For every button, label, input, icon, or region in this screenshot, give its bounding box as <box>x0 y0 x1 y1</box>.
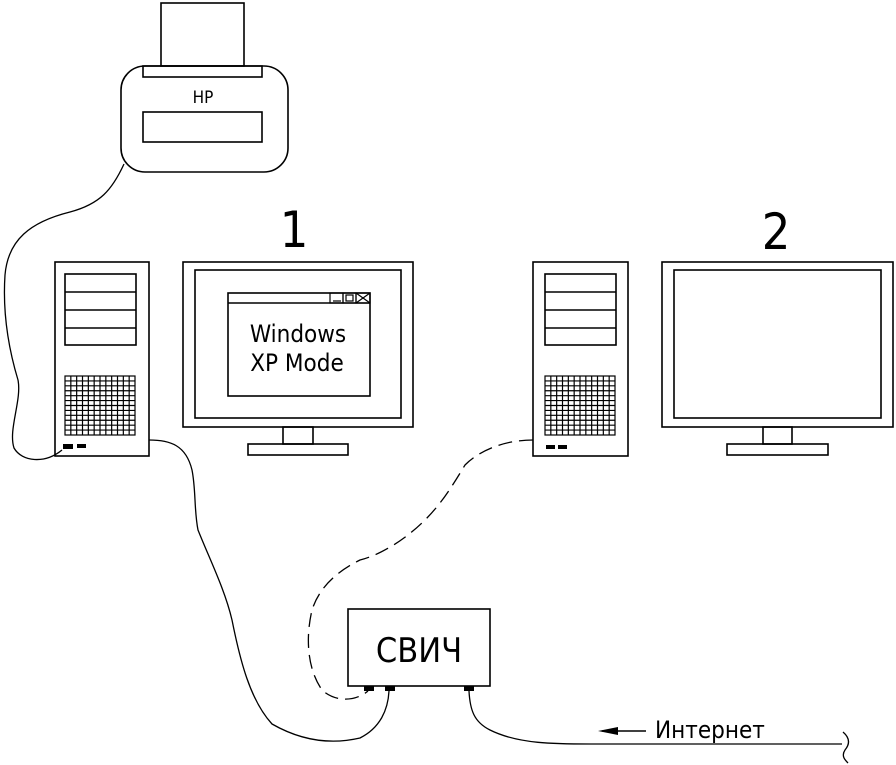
cable-pc2-to-switch <box>307 439 534 700</box>
tower-case <box>54 261 150 457</box>
window-text-line2: XP Mode <box>250 349 344 377</box>
monitor-1: 1 Windows XP Mode <box>182 201 414 456</box>
monitor-2: 2 <box>661 203 894 456</box>
monitor-neck <box>282 426 314 445</box>
printer-body <box>120 65 289 173</box>
monitor-neck <box>762 426 793 445</box>
printer-paper-tray <box>142 65 263 78</box>
cable-pc1-to-switch <box>148 439 390 742</box>
xp-mode-window[interactable]: Windows XP Mode <box>227 292 371 397</box>
minimize-icon[interactable] <box>329 292 344 304</box>
internet-label: Интернет <box>655 716 765 744</box>
computer-1-number: 1 <box>280 201 309 259</box>
network-switch: СВИЧ <box>347 608 491 691</box>
switch-port-uplink <box>464 686 474 691</box>
port-usb <box>63 444 73 449</box>
computer-2-tower <box>532 261 629 457</box>
maximize-icon[interactable] <box>342 292 357 304</box>
monitor-screen <box>194 269 402 419</box>
cable-printer-to-pc1 <box>3 163 125 461</box>
vent-grid <box>64 375 136 436</box>
vent-grid <box>544 375 616 436</box>
window-text-line1: Windows <box>250 320 346 348</box>
monitor-screen <box>673 269 882 419</box>
computer-2-number: 2 <box>762 203 791 261</box>
printer-label: HP <box>193 88 214 108</box>
tower-case <box>532 261 629 457</box>
printer-paper <box>160 2 245 67</box>
window-frame <box>227 292 371 397</box>
port-lan <box>77 444 86 448</box>
monitor-base <box>726 443 829 456</box>
close-icon[interactable] <box>355 292 371 304</box>
switch-label: СВИЧ <box>376 631 462 671</box>
printer: HP <box>120 2 289 173</box>
port-lan <box>546 445 555 449</box>
monitor-base <box>247 443 349 456</box>
cable-internet-to-switch <box>468 690 842 745</box>
printer-output-slot <box>142 111 263 143</box>
cable-break-mark <box>842 731 850 764</box>
switch-body <box>347 608 491 687</box>
computer-1-tower <box>54 261 150 457</box>
switch-port-2 <box>385 686 395 691</box>
switch-port-1 <box>364 686 374 691</box>
monitor-bezel <box>661 261 894 428</box>
port-usb <box>558 445 567 449</box>
internet-label-group: Интернет <box>598 716 765 744</box>
arrow-left-icon <box>598 727 618 735</box>
